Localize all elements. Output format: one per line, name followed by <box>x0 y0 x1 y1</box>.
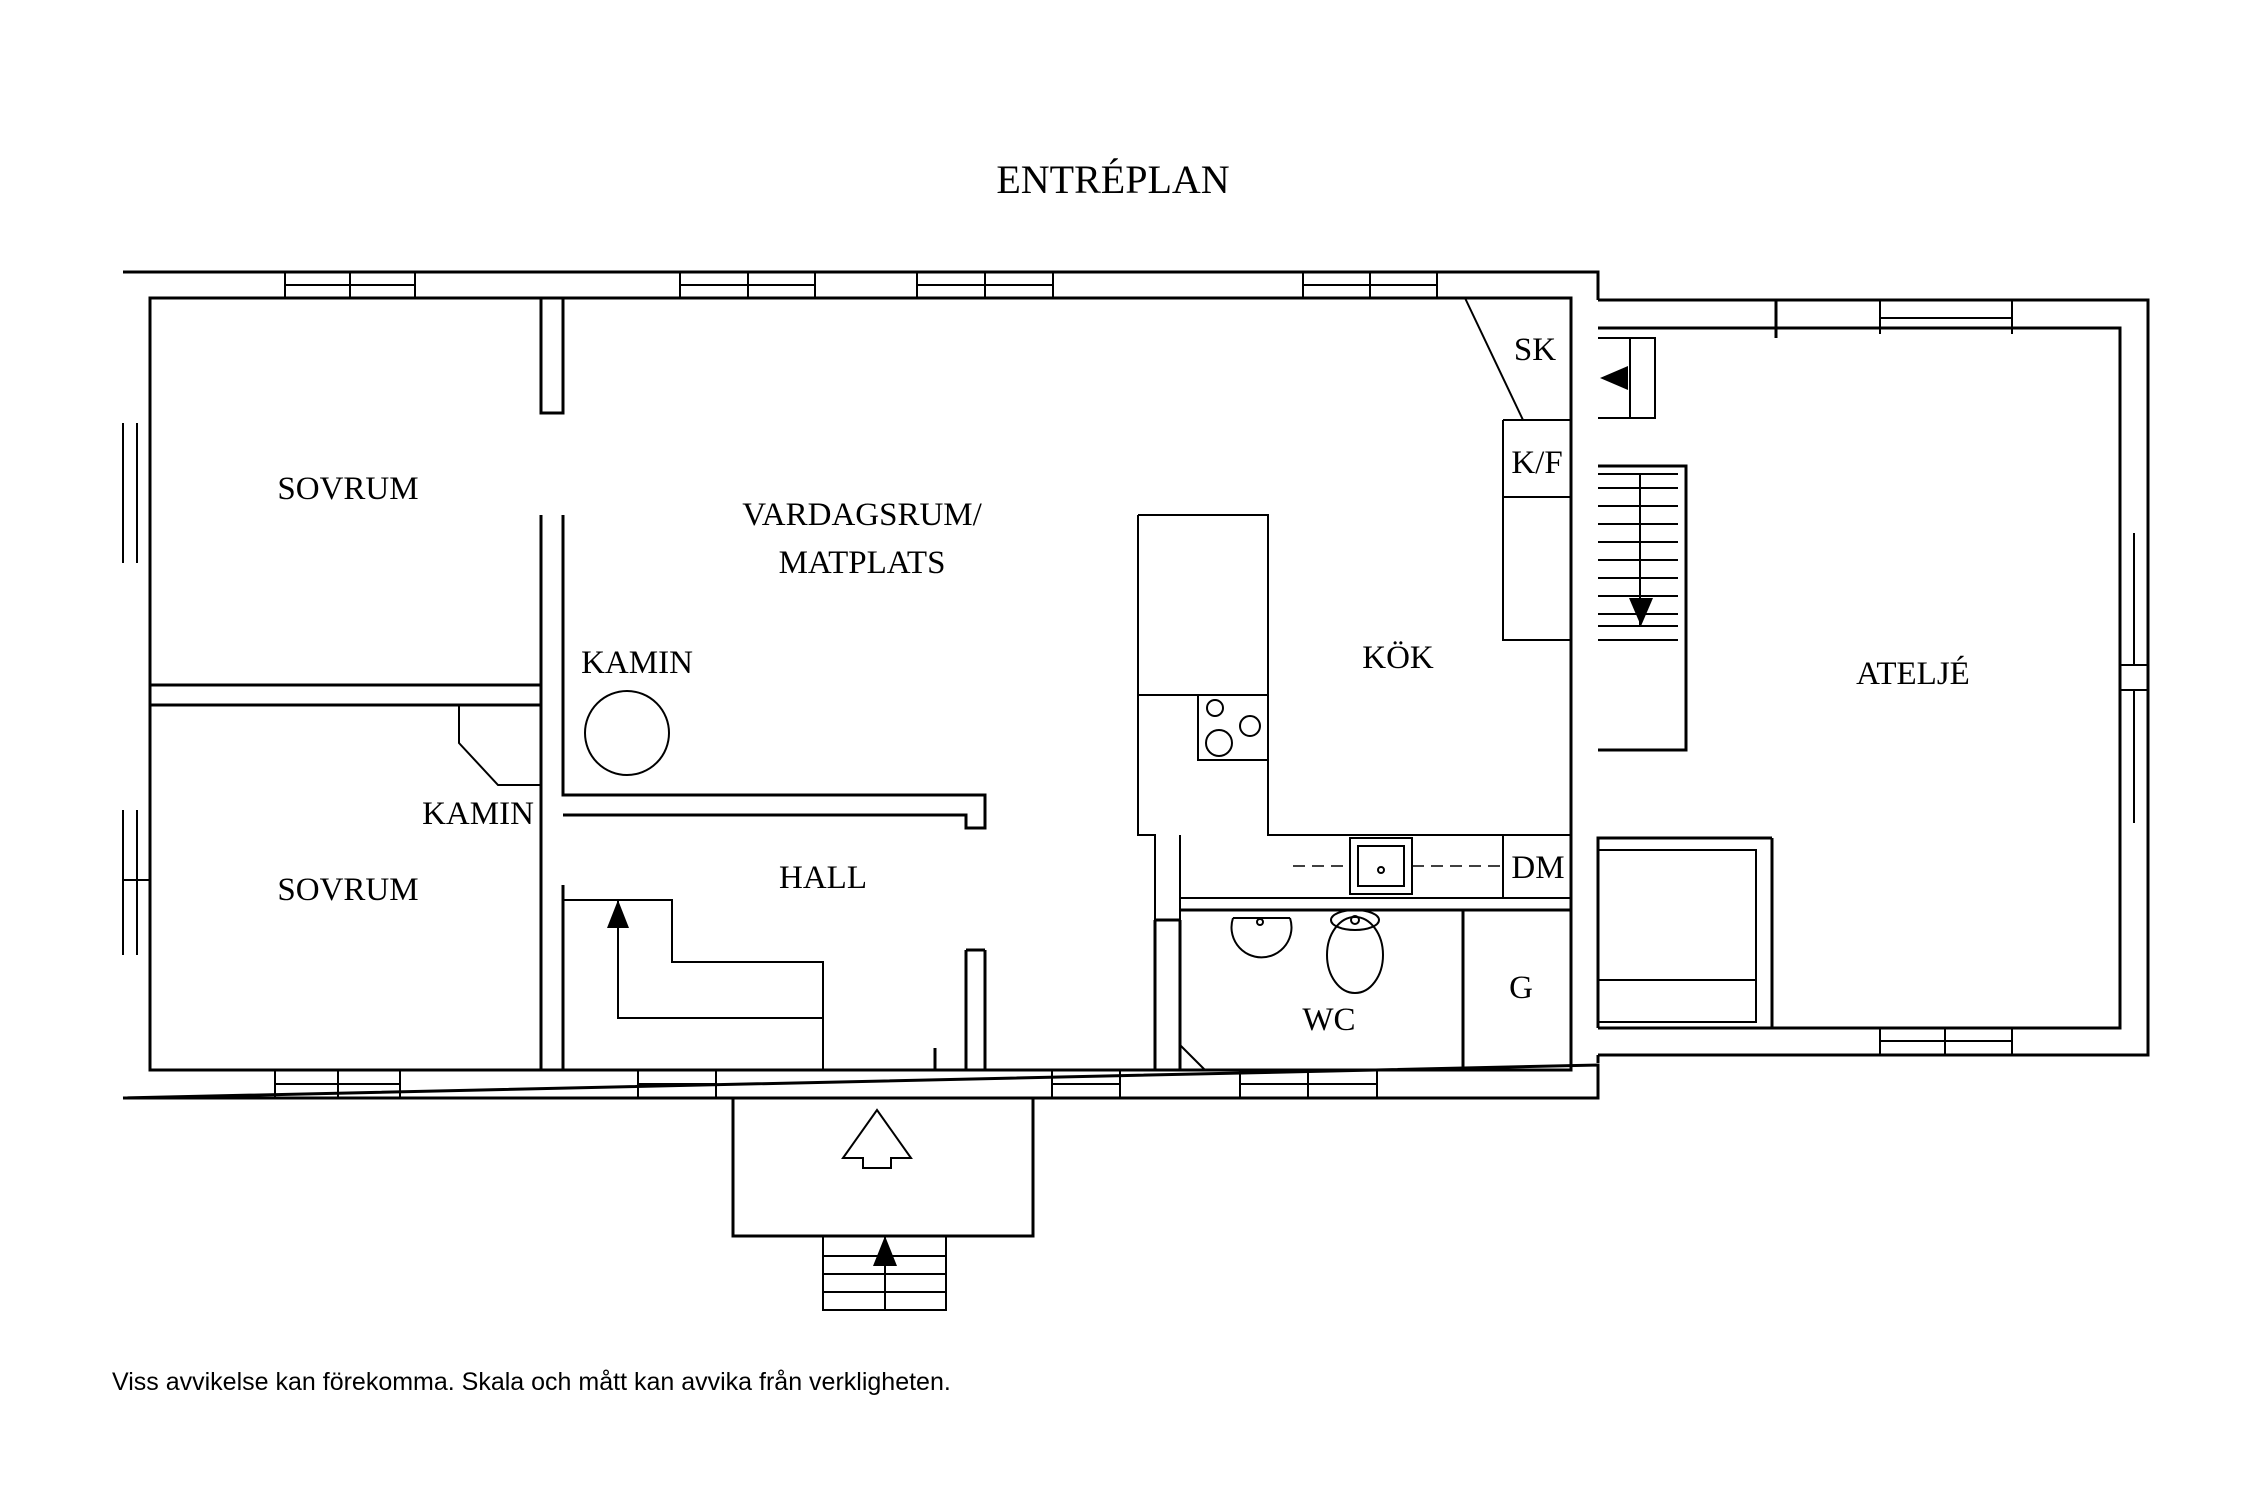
porch <box>731 1098 1035 1311</box>
hob-ring-icon <box>1239 715 1261 737</box>
plan-title: ENTRÉPLAN <box>996 157 1229 202</box>
kitchen <box>1137 297 1571 921</box>
arrow-up-icon <box>873 1236 897 1266</box>
entrance-arrow-icon <box>841 1108 913 1169</box>
windows <box>122 272 2149 1098</box>
label-hall: HALL <box>779 860 867 896</box>
label-wc: WC <box>1302 1002 1355 1038</box>
disclaimer-text: Viss avvikelse kan förekomma. Skala och … <box>112 1368 951 1396</box>
arrow-left-icon <box>1600 366 1628 390</box>
hob-ring-icon <box>1206 699 1224 717</box>
label-sovrum-top: SOVRUM <box>277 471 418 507</box>
label-atelje: ATELJÉ <box>1856 655 1970 692</box>
interior-walls <box>150 298 987 1070</box>
label-g: G <box>1509 970 1533 1006</box>
hall-stairs <box>563 899 824 1070</box>
kamin-stove <box>584 690 670 776</box>
label-sk: SK <box>1514 332 1556 368</box>
arrow-up-icon <box>607 900 629 928</box>
label-dm: DM <box>1511 850 1564 886</box>
wc-block <box>1153 908 1571 1071</box>
wash-basin-icon <box>1230 917 1293 959</box>
atelje-storage <box>1598 849 1757 1023</box>
arrow-down-icon <box>1629 598 1653 626</box>
label-matplats: MATPLATS <box>779 545 946 581</box>
label-kamin-bedroom: KAMIN <box>422 796 534 832</box>
label-sovrum-bottom: SOVRUM <box>277 872 418 908</box>
label-kok: KÖK <box>1362 640 1434 676</box>
main-stair <box>1598 337 1687 750</box>
label-kamin-living: KAMIN <box>581 645 693 681</box>
label-kf: K/F <box>1511 445 1562 481</box>
label-vardagsrum: VARDAGSRUM/ <box>742 497 982 533</box>
hob-ring-icon <box>1205 729 1233 757</box>
toilet-icon <box>1326 916 1384 994</box>
